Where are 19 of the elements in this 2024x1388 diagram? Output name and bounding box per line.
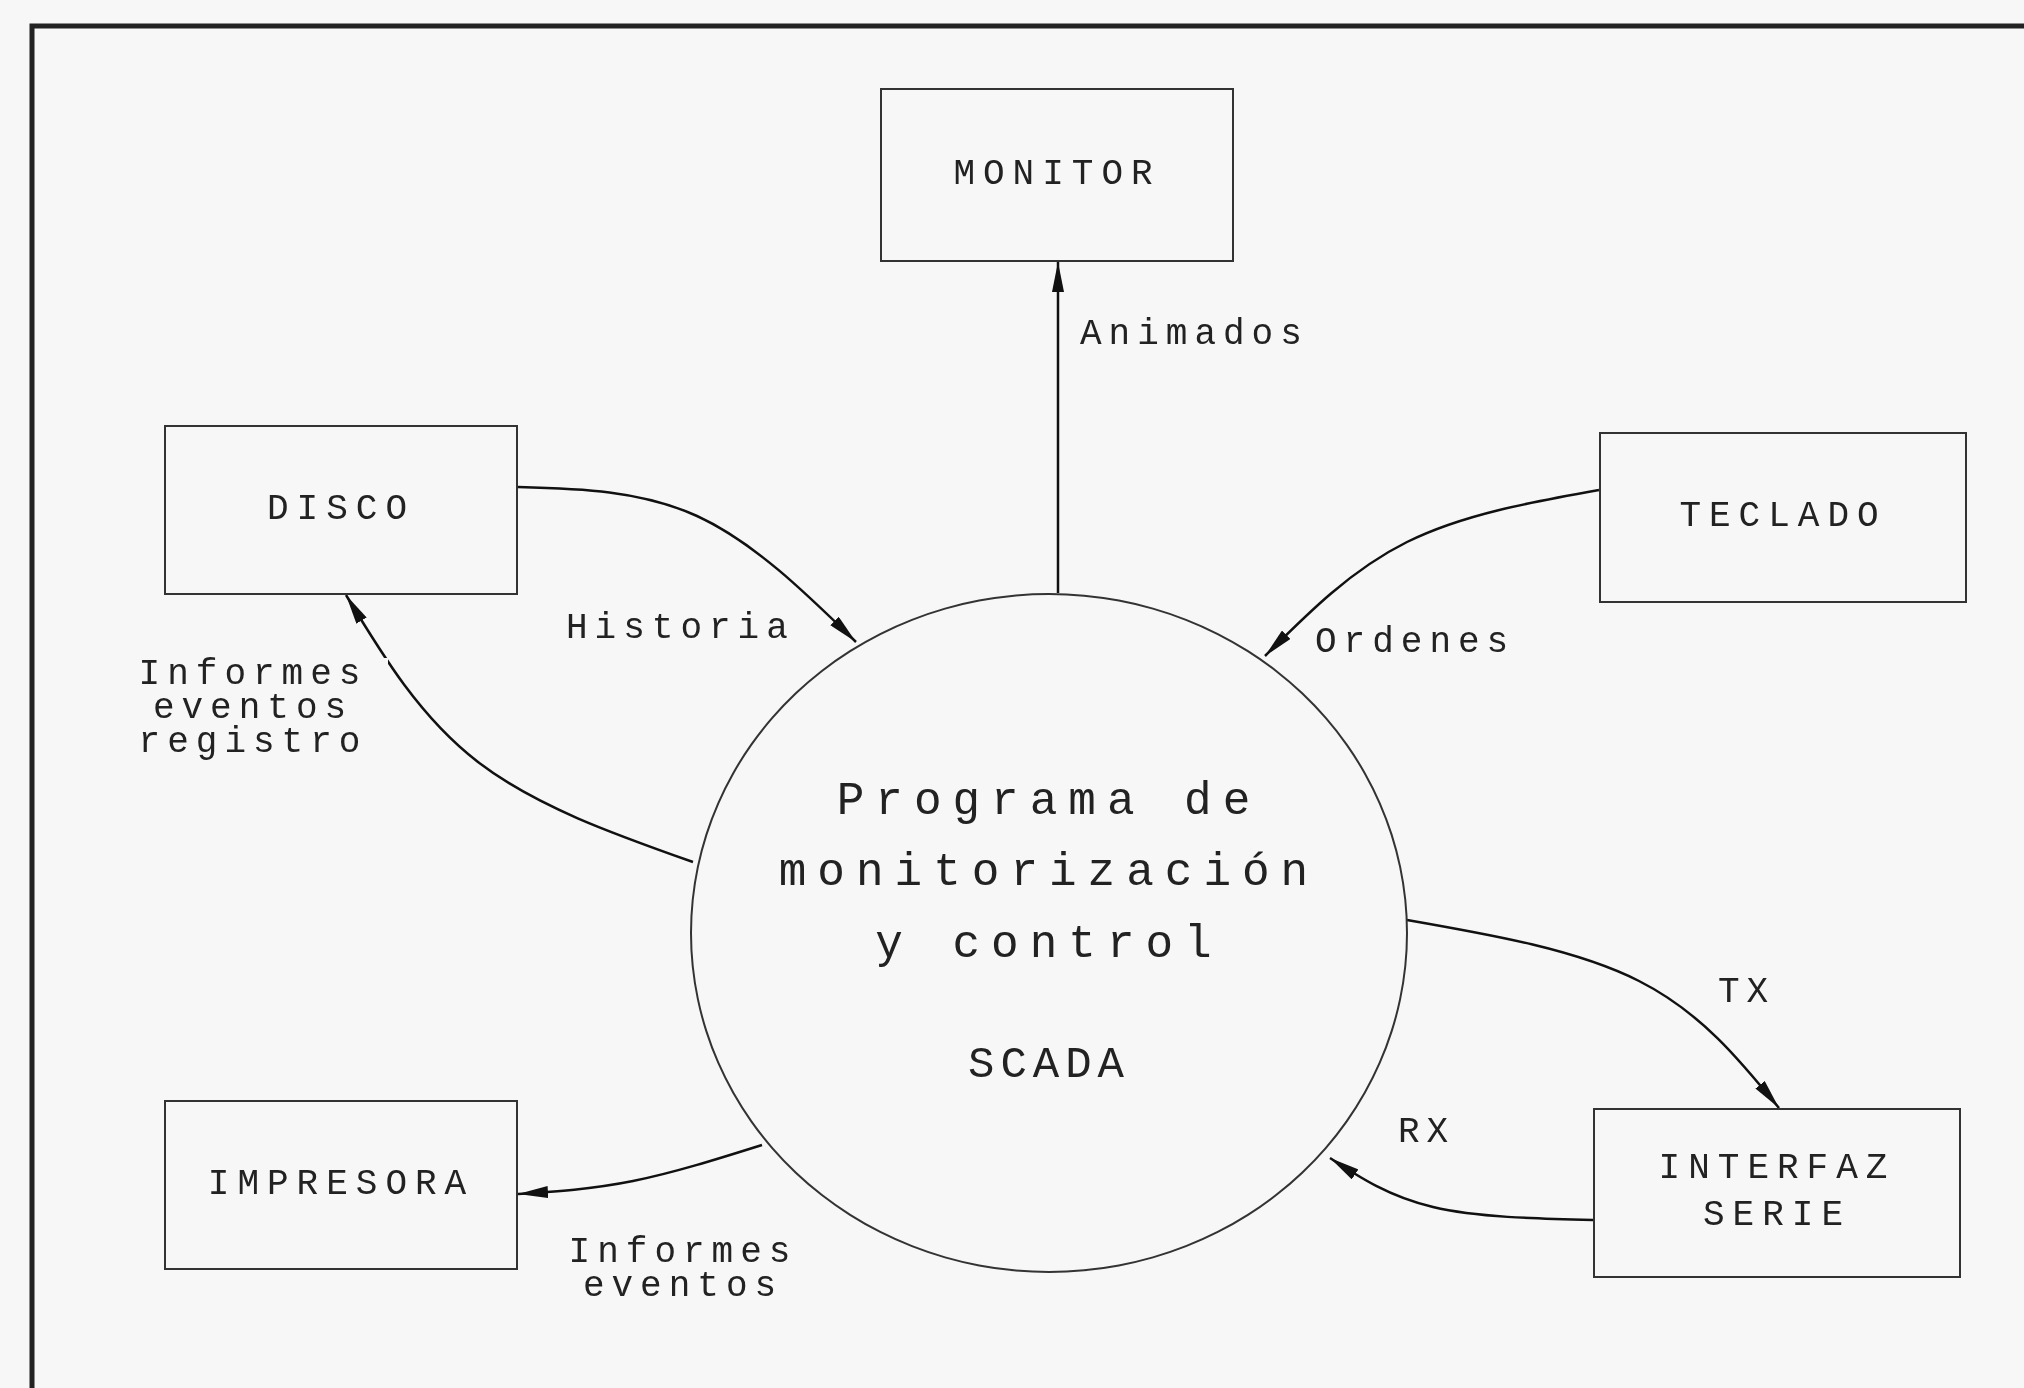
arrow — [517, 1143, 763, 1199]
box-label: MONITOR — [953, 152, 1161, 197]
box-label: IMPRESORA — [207, 1162, 475, 1207]
entity-box — [1599, 432, 1967, 603]
arrow — [1264, 488, 1600, 657]
entity-box — [1593, 1108, 1961, 1278]
arrow — [517, 485, 857, 643]
arrow — [1329, 1156, 1594, 1222]
arrow — [344, 594, 694, 864]
arrow — [1406, 918, 1780, 1109]
arrow — [1052, 262, 1064, 593]
process-subtitle: SCADA — [967, 1038, 1131, 1092]
box-label: TECLADO — [1679, 495, 1887, 540]
entity-box — [164, 425, 518, 595]
entity-box — [164, 1100, 518, 1270]
entity-box — [880, 88, 1234, 262]
box-label: INTERFAZ SERIE — [1657, 1147, 1897, 1238]
box-label: DISCO — [267, 487, 415, 532]
process-title: Programa de monitorización y control — [777, 774, 1321, 973]
